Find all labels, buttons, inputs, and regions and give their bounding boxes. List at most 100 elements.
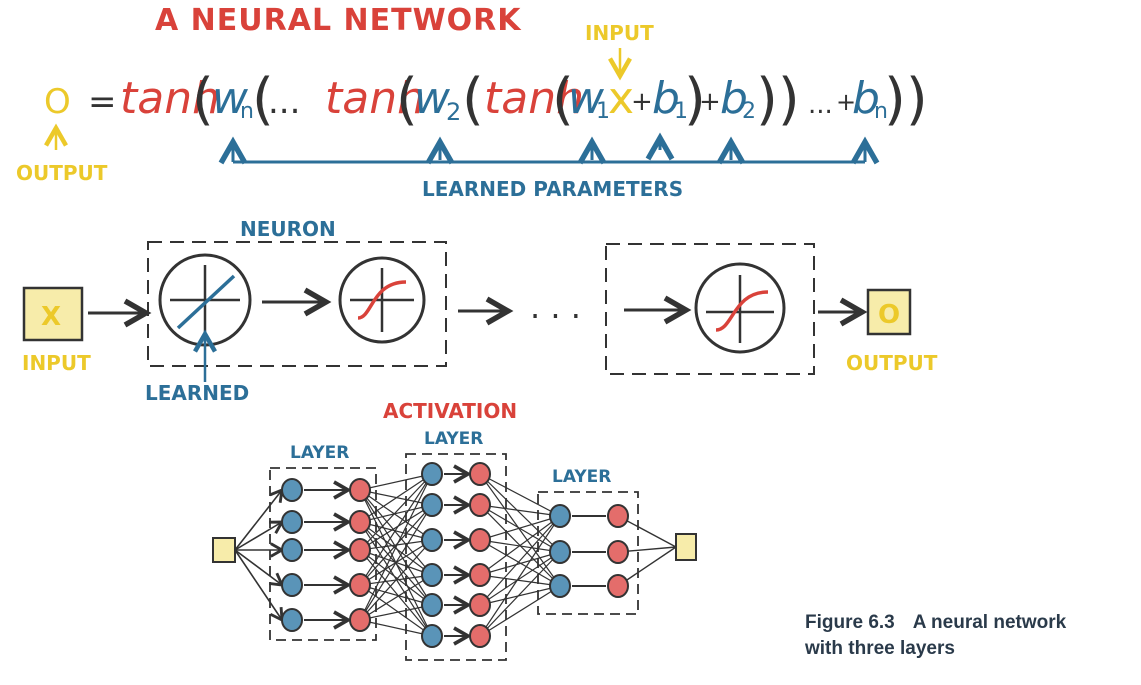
plus: + [699,87,721,117]
edge [359,473,433,551]
edge [359,504,433,523]
paren: ( [552,67,574,132]
layer-label: LAYER [424,429,483,449]
tanh-2: tanh [325,73,425,124]
edge [359,521,433,576]
edge [359,504,433,621]
plus: + [631,87,653,117]
figure-number: Figure 6.3 [805,612,895,633]
neuron-node [281,478,303,502]
neuron-box [147,241,447,367]
neuron-node [607,574,629,598]
learned-label: LEARNED [145,381,249,405]
layer-label: LAYER [290,443,349,463]
network-output-box [675,533,697,561]
neuron-node [469,528,491,552]
edge [479,515,561,576]
neuron-node [607,540,629,564]
equation-output-label: OUTPUT [16,161,108,185]
network-input-box [212,537,236,563]
neuron-node [549,574,571,598]
neuron-node [349,538,371,562]
edge [359,521,433,541]
neuron-node [421,528,443,552]
neuron-node [607,504,629,528]
edge [479,515,561,637]
paren: ( [396,67,418,132]
equation-equals: = [88,82,117,122]
neuron-label: NEURON [240,217,336,241]
learned-parameters-bracket [218,132,880,165]
linear-function-icon [176,274,236,330]
neuron-node [469,593,491,617]
edge [479,473,561,553]
neuron-node [349,510,371,534]
neuron-node [469,462,491,486]
edge [359,521,433,637]
output-box-label: O [878,300,900,330]
edge [359,473,433,586]
learned-parameters-label: LEARNED PARAMETERS [422,177,683,201]
tanh-curve-icon [357,280,407,320]
neuron-node [421,493,443,517]
edge [359,584,433,637]
tanh-1: tanh [484,73,584,124]
edge [359,473,433,491]
neuron-node [421,624,443,648]
neuron-node [281,608,303,632]
w-2-sub: 2 [446,98,461,126]
w-1-sub: 1 [596,99,610,124]
activation-label: ACTIVATION [383,399,517,423]
edge [359,574,433,621]
b-2: b [720,73,748,124]
tanh-curve-icon [715,290,769,332]
neuron-node [469,624,491,648]
edge [479,585,561,606]
b-n: b [852,73,880,124]
ellipsis-2: ... [808,90,833,120]
edge [234,520,285,551]
edge [479,515,561,541]
diagram-title: A NEURAL NETWORK [155,3,522,38]
neuron-node [549,540,571,564]
neuron-input-label: INPUT [22,351,91,375]
x-input: x [608,73,634,124]
edge [359,549,433,606]
b-1: b [652,73,680,124]
edge [359,504,433,551]
neuron-node [421,593,443,617]
edge [479,551,561,576]
edge [359,473,433,523]
edge [479,473,561,517]
w-n-sub: n [240,99,254,124]
neuron-node [421,563,443,587]
edge [359,504,433,586]
tanh-n: tanh [120,73,220,124]
edge [479,515,561,606]
network-diagram: LAYER LAYER LAYER [212,429,697,661]
neuron-node [281,510,303,534]
edge [359,489,433,541]
w-2: w [414,73,451,124]
b-2-sub: 2 [742,99,756,124]
neuron-node [281,538,303,562]
neuron-node [349,608,371,632]
w-n: w [212,73,249,124]
input-box [22,286,84,342]
edge [234,487,284,551]
edge [479,473,561,587]
edge [479,551,561,637]
neuron-node [469,563,491,587]
paren: ( [462,67,484,132]
neuron-box [605,243,815,375]
edge [479,551,561,606]
equation-input-label: INPUT [585,21,654,45]
equation-output-symbol: O [44,82,71,122]
ellipsis: · · · [530,297,581,335]
layer-box [537,491,639,615]
output-box [866,288,912,336]
edge [234,549,284,623]
edge [359,549,433,637]
neuron-node [421,462,443,486]
